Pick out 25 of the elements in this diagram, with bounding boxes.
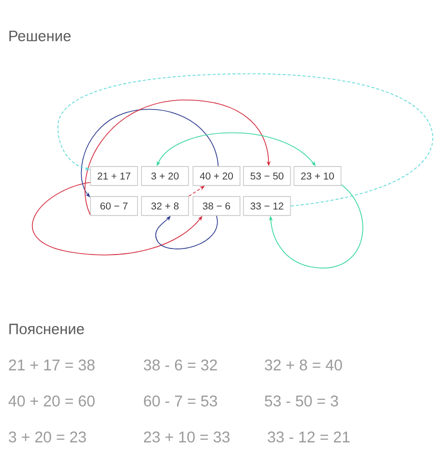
expression-box: 53 − 50 (243, 166, 291, 186)
equation: 3 + 20 = 23 (8, 432, 86, 442)
equation: 53 - 50 = 3 (264, 396, 338, 406)
equation: 33 - 12 = 21 (268, 432, 350, 442)
equation: 21 + 17 = 38 (8, 360, 95, 370)
expression-box: 60 − 7 (90, 196, 138, 216)
curved-arrow (32, 182, 202, 256)
expression-box: 40 + 20 (192, 166, 240, 186)
equation: 40 + 20 = 60 (8, 396, 95, 406)
section-heading: Пояснение (9, 324, 84, 334)
curved-arrow (84, 100, 271, 216)
equation: 60 - 7 = 53 (144, 396, 218, 406)
expression-box: 38 − 6 (192, 196, 240, 216)
expression-box: 33 − 12 (243, 196, 291, 216)
curved-arrow (58, 73, 433, 206)
curved-arrow (268, 184, 364, 268)
expression-box: 32 + 8 (141, 196, 189, 216)
curved-arrow (155, 215, 218, 250)
equation: 38 - 6 = 32 (144, 360, 217, 370)
equation: 23 + 10 = 33 (144, 432, 230, 442)
expression-box: 23 + 10 (294, 166, 342, 186)
heading: Решение (9, 30, 71, 42)
equation: 32 + 8 = 40 (264, 360, 342, 370)
expression-box: 3 + 20 (141, 166, 189, 186)
expression-box: 21 + 17 (90, 166, 138, 186)
